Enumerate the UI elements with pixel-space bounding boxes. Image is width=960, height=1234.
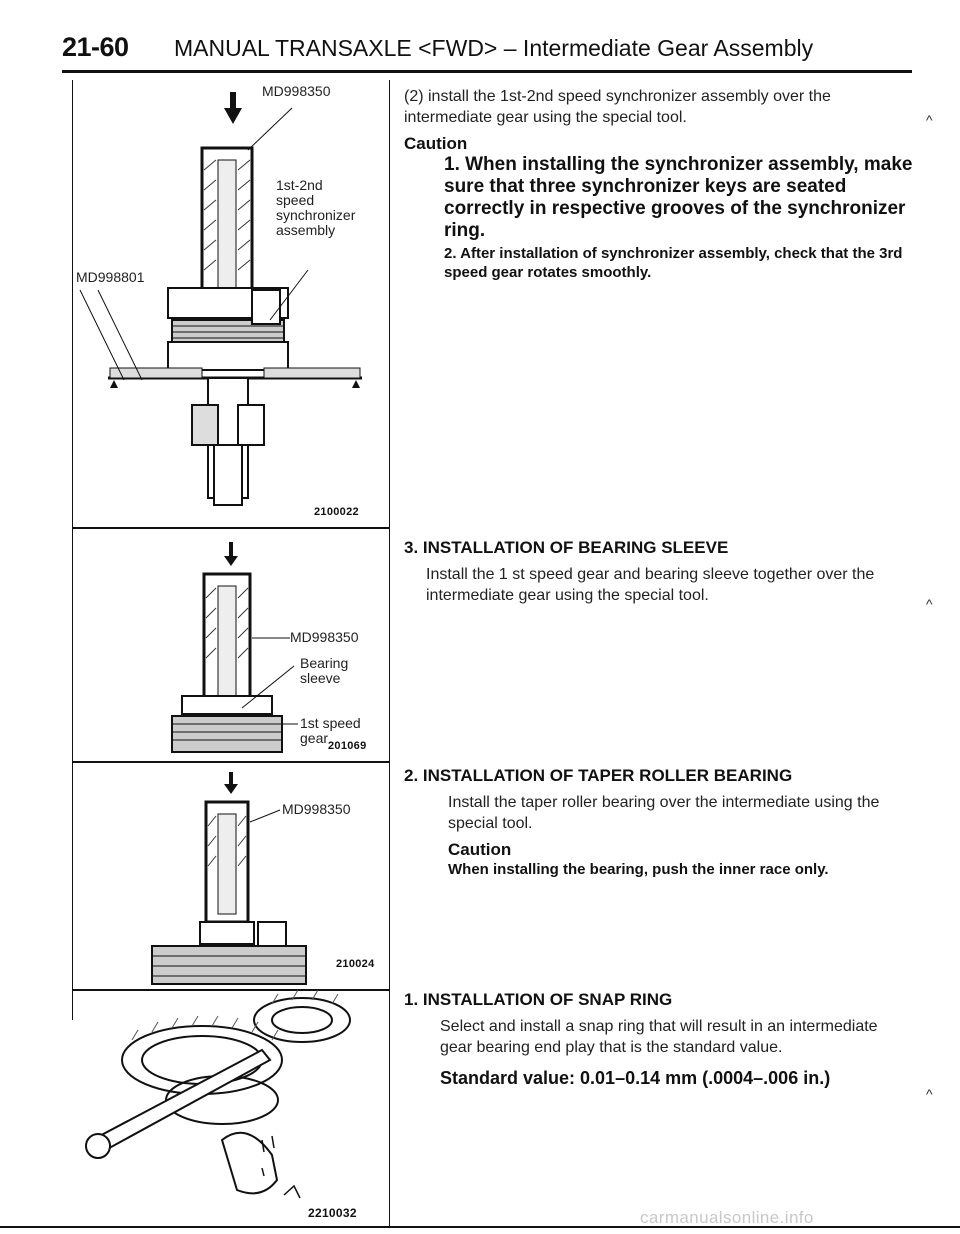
callout-tool-md998350: MD998350 bbox=[282, 801, 351, 817]
margin-mark: ^ bbox=[926, 1086, 933, 1102]
figure-synchronizer-install: MD998350 1st-2nd speed synchronizer asse… bbox=[72, 80, 390, 528]
figure-column: MD998350 1st-2nd speed synchronizer asse… bbox=[72, 80, 390, 1228]
figure-number: 210024 bbox=[336, 958, 375, 970]
callout-speed: speed bbox=[276, 192, 315, 208]
step-body: Install the taper roller bearing over th… bbox=[448, 794, 880, 832]
figure-snap-ring-install: 2210032 bbox=[72, 990, 390, 1228]
figure-frame bbox=[72, 80, 390, 1228]
page-number: 21-60 bbox=[62, 32, 129, 62]
callout-bearing: Bearing bbox=[300, 655, 349, 671]
step-taper-bearing: 2. INSTALLATION OF TAPER ROLLER BEARING … bbox=[404, 766, 914, 879]
step-heading: 3. INSTALLATION OF BEARING SLEEVE bbox=[404, 538, 729, 557]
callout-sleeve: sleeve bbox=[300, 670, 341, 686]
figure-number: 2210032 bbox=[308, 1206, 357, 1220]
standard-value: Standard value: 0.01–0.14 mm (.0004–.006… bbox=[440, 1068, 831, 1088]
callout-tool-md998801: MD998801 bbox=[76, 269, 145, 285]
caution-label: Caution bbox=[404, 134, 468, 153]
figure-number: 2100022 bbox=[314, 506, 359, 518]
figure-number: 201069 bbox=[328, 740, 367, 752]
step-heading: 1. INSTALLATION OF SNAP RING bbox=[404, 990, 673, 1009]
callout-1st-2nd: 1st-2nd bbox=[276, 177, 323, 193]
step-bearing-sleeve: 3. INSTALLATION OF BEARING SLEEVE Instal… bbox=[404, 538, 914, 606]
page-title: MANUAL TRANSAXLE <FWD> – Intermediate Ge… bbox=[174, 35, 814, 61]
taper-bearing-drawing bbox=[151, 772, 307, 985]
callout-tool-md998350: MD998350 bbox=[262, 83, 331, 99]
caution-item-2: 2. After installation of synchronizer as… bbox=[444, 245, 903, 281]
margin-mark: ^ bbox=[926, 596, 933, 612]
callout-assembly: assembly bbox=[276, 222, 336, 238]
callout-tool-md998350: MD998350 bbox=[290, 629, 359, 645]
callout-gear: gear bbox=[300, 730, 329, 746]
step-body: Install the 1 st speed gear and bearing … bbox=[426, 566, 875, 604]
step-body: (2) install the 1st-2nd speed synchroniz… bbox=[404, 88, 831, 126]
callout-synchronizer: synchronizer bbox=[276, 207, 356, 223]
step-snap-ring: 1. INSTALLATION OF SNAP RING Select and … bbox=[404, 990, 914, 1089]
callout-1st-speed: 1st speed bbox=[300, 715, 361, 731]
press-arrow-icon bbox=[224, 772, 238, 794]
watermark: carmanualsonline.info bbox=[640, 1208, 814, 1227]
caution-text: When installing the bearing, push the in… bbox=[448, 861, 829, 878]
figure-bearing-sleeve-install: MD998350 Bearing sleeve 1st speed gear 2… bbox=[72, 528, 390, 762]
footer-rule bbox=[0, 1226, 960, 1228]
snap-ring-drawing bbox=[85, 990, 351, 1199]
synchronizer-drawing bbox=[79, 92, 362, 506]
step-body: Select and install a snap ring that will… bbox=[440, 1018, 878, 1056]
header-rule bbox=[62, 70, 912, 73]
page-header: 21-60 MANUAL TRANSAXLE <FWD> – Intermedi… bbox=[62, 28, 912, 73]
figure-taper-bearing-install: MD998350 210024 bbox=[72, 762, 390, 990]
step-synchronizer: (2) install the 1st-2nd speed synchroniz… bbox=[404, 86, 914, 282]
press-arrow-icon bbox=[224, 92, 242, 124]
margin-mark: ^ bbox=[926, 112, 933, 128]
press-arrow-icon bbox=[224, 542, 238, 566]
bearing-sleeve-drawing bbox=[171, 542, 298, 753]
step-heading: 2. INSTALLATION OF TAPER ROLLER BEARING bbox=[404, 766, 793, 785]
caution-label: Caution bbox=[448, 840, 512, 859]
caution-item-1: 1. When installing the synchronizer asse… bbox=[444, 154, 913, 241]
